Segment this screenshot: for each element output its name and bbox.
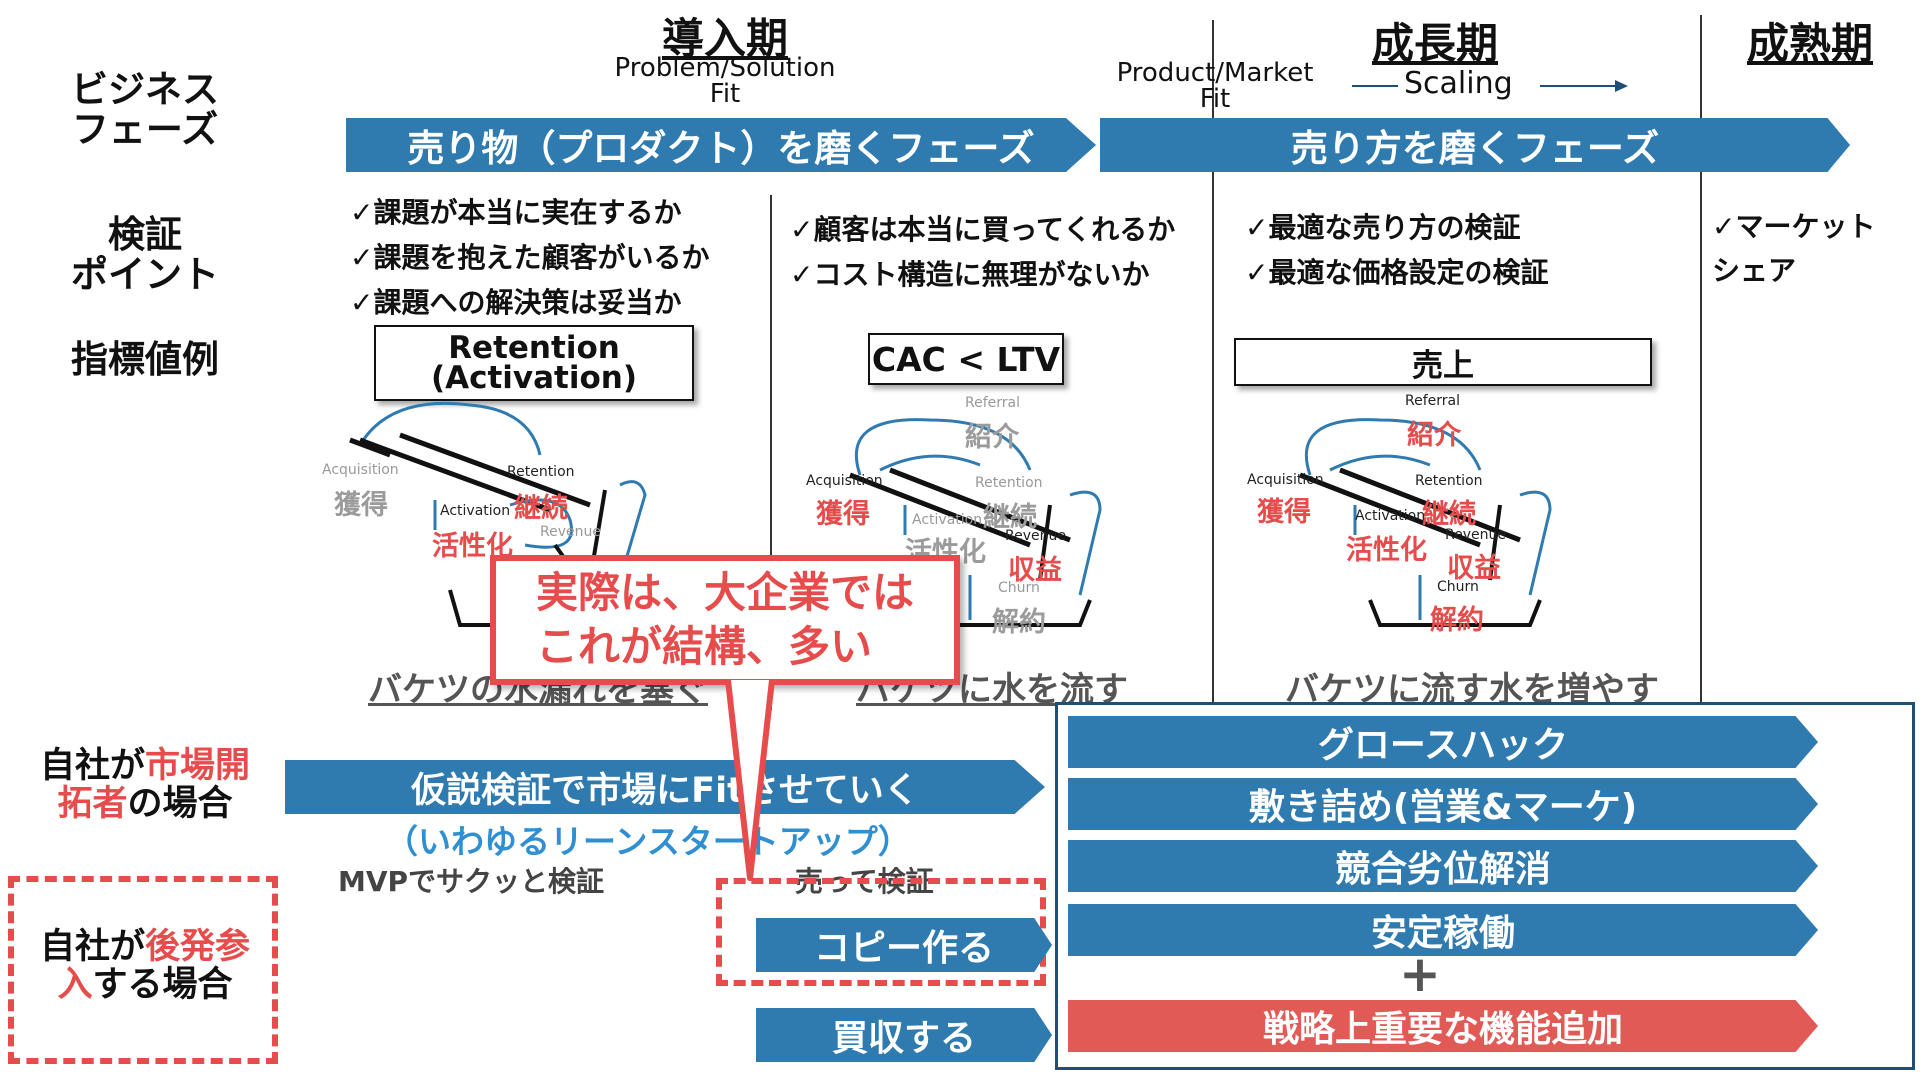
growth-action-stability: 安定稼働 (1068, 904, 1818, 956)
funnel2-retention-en: Retention (975, 475, 1043, 491)
divider-intro-growth (1212, 20, 1214, 710)
growth-action-sales-marketing: 敷き詰め(営業&マーケ) (1068, 778, 1818, 830)
acquire-label: 買収する (831, 1018, 976, 1059)
check-col3-2: ✓最適な価格設定の検証 (1245, 256, 1549, 289)
funnel3-retention-jp: 継続 (1422, 499, 1476, 530)
growth-action-competitive: 競合劣位解消 (1068, 840, 1818, 892)
sales-marketing-label: 敷き詰め(営業&マーケ) (1248, 787, 1638, 828)
metric-sales-label: 売上 (1412, 347, 1474, 384)
funnel2-activation-en: Activation (912, 512, 983, 528)
row-label-metric: 指標値例 (71, 338, 219, 381)
funnel1-acquisition-en: Acquisition (322, 462, 399, 478)
funnel1-acquisition-jp: 獲得 (334, 490, 388, 521)
funnel2-acquisition-en: Acquisition (806, 473, 883, 489)
funnel3-referral-jp: 紹介 (1407, 420, 1461, 451)
product-phase-arrow: 売り物（プロダクト）を磨くフェーズ (346, 118, 1096, 172)
copy-arrow: コピー作る (756, 918, 1052, 972)
row-label-business-phase: ビジネス フェーズ (71, 68, 219, 151)
late-entry-label: 自社が後発参 入する場合 (25, 928, 265, 1004)
funnel1-activation-en: Activation (440, 503, 511, 519)
funnel3-revenue-jp: 収益 (1447, 553, 1501, 584)
sales-phase-label: 売り方を磨くフェーズ (1290, 127, 1660, 170)
late-entry-dashed-box (8, 876, 278, 1064)
strategic-feature-arrow: 戦略上重要な機能追加 (1068, 1000, 1818, 1052)
growth-action-growth-hack: グロースハック (1068, 716, 1818, 768)
check-col1-1: ✓課題が本当に実在するか (350, 196, 682, 229)
strategic-label: 戦略上重要な機能追加 (1262, 1009, 1623, 1050)
metric-cac-ltv-box: CAC < LTV (868, 333, 1064, 385)
metric-sales-box: 売上 (1234, 338, 1652, 386)
phase-intro-title: 導入期 (661, 14, 788, 63)
funnel1-retention-jp: 継続 (514, 493, 568, 524)
callout-text: 実際は、大企業では これが結構、多い (535, 568, 914, 671)
funnel2-revenue-jp: 収益 (1008, 555, 1062, 586)
pmf-label: Product/Market Fit (1116, 58, 1314, 114)
funnel3-revenue-en: Revenue (1445, 527, 1506, 543)
late-label-post: する場合 (92, 965, 233, 1005)
funnel3-retention-en: Retention (1415, 473, 1483, 489)
funnel3-acquisition-jp: 獲得 (1257, 497, 1311, 528)
funnel-diagram-3 (1299, 418, 1552, 627)
divider-growth-mature (1700, 15, 1702, 710)
funnel2-churn-en: Churn (998, 580, 1040, 596)
pioneer-label-red: 市場開 拓者 (57, 746, 251, 824)
sales-phase-arrow: 売り方を磨くフェーズ (1100, 118, 1850, 172)
funnel3-acquisition-en: Acquisition (1247, 472, 1324, 488)
metric-retention-box: Retention (Activation) (374, 325, 694, 401)
scaling-arrow-line (1352, 80, 1628, 92)
funnel2-revenue-en: Revenue (1005, 528, 1066, 544)
hypothesis-arrow: 仮説検証で市場にFitさせていく (285, 760, 1045, 814)
pioneer-label-post: の場合 (127, 784, 233, 824)
phase-mature-title: 成熟期 (1746, 19, 1873, 68)
funnel1-revenue-en: Revenue (540, 524, 601, 540)
funnel3-churn-jp: 解約 (1430, 605, 1484, 636)
plus-sign: + (1399, 945, 1441, 1003)
check-col1-2: ✓課題を抱えた顧客がいるか (350, 241, 710, 274)
phase-growth-title: 成長期 (1371, 19, 1498, 68)
check-col4-1: ✓マーケット シェア (1712, 210, 1876, 287)
check-col1-3: ✓課題への解決策は妥当か (350, 286, 682, 319)
callout-bubble: 実際は、大企業では これが結構、多い (490, 555, 960, 685)
funnel2-referral-en: Referral (965, 395, 1020, 411)
funnel3-churn-en: Churn (1437, 579, 1479, 595)
funnel1-retention-en: Retention (507, 464, 575, 480)
phase-intro-subtitle: Problem/Solution Fit (614, 53, 836, 109)
scaling-arrow: Scaling (1350, 66, 1630, 108)
metric-retention-label: Retention (Activation) (430, 330, 638, 396)
pioneer-label: 自社が市場開 拓者の場合 (25, 747, 265, 823)
funnel3-activation-jp: 活性化 (1346, 535, 1427, 566)
funnel2-acquisition-jp: 獲得 (816, 499, 870, 530)
lean-startup-label: （いわゆるリーンスタートアップ） (385, 822, 911, 861)
funnel2-retention-jp: 継続 (983, 502, 1037, 533)
funnel2-referral-jp: 紹介 (965, 422, 1019, 453)
late-label-red: 後発参 入 (57, 927, 251, 1005)
copy-label: コピー作る (813, 928, 994, 969)
mvp-label: MVPでサクッと検証 (338, 865, 605, 898)
growth-hack-label: グロースハック (1317, 725, 1569, 766)
scaling-label: Scaling (1404, 66, 1513, 101)
row-label-verification: 検証 ポイント (71, 213, 219, 296)
check-col2-2: ✓コスト構造に無理がないか (790, 258, 1150, 291)
callout-tail (725, 679, 775, 881)
competitive-label: 競合劣位解消 (1334, 849, 1551, 890)
divider-intro-mid (770, 195, 772, 710)
acquire-arrow: 買収する (756, 1008, 1052, 1062)
funnel2-churn-jp: 解約 (992, 607, 1046, 638)
funnel3-referral-en: Referral (1405, 393, 1460, 409)
funnel3-activation-en: Activation (1355, 508, 1426, 524)
metric-cac-ltv-label: CAC < LTV (871, 339, 1061, 379)
check-col2-1: ✓顧客は本当に買ってくれるか (790, 213, 1176, 246)
stability-label: 安定稼働 (1370, 913, 1515, 954)
hypothesis-label: 仮説検証で市場にFitさせていく (411, 770, 919, 811)
check-col3-1: ✓最適な売り方の検証 (1245, 211, 1521, 244)
late-label-pre: 自社が (39, 927, 145, 967)
pioneer-label-pre: 自社が (39, 746, 145, 786)
product-phase-label: 売り物（プロダクト）を磨くフェーズ (407, 127, 1035, 170)
